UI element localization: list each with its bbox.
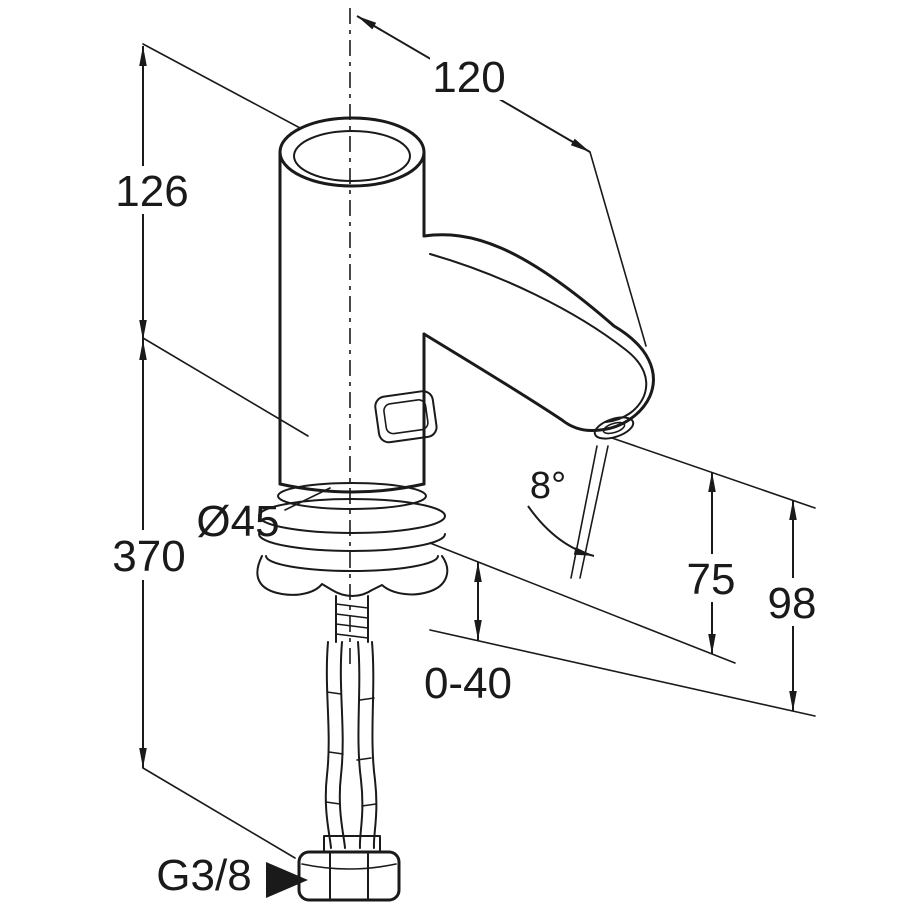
washer-ring bbox=[265, 555, 439, 572]
sensor-window bbox=[374, 390, 438, 444]
dimension-thread: G3/8 bbox=[156, 851, 308, 900]
label-mask bbox=[430, 50, 508, 100]
dimension-angle: 8° bbox=[527, 465, 595, 557]
thread-pointer-arrow bbox=[266, 862, 308, 898]
label-mask bbox=[682, 554, 742, 602]
hose-crimp-mark bbox=[356, 757, 372, 761]
ext-top-left bbox=[142, 43, 301, 129]
connection-nut bbox=[297, 835, 401, 902]
base-ring bbox=[277, 482, 427, 510]
angle-arc bbox=[527, 505, 595, 557]
dim-120-label: 120 bbox=[432, 53, 505, 102]
sensor-window-frame bbox=[374, 390, 438, 444]
spout bbox=[422, 233, 655, 440]
dimension-body-diameter: Ø45 bbox=[196, 497, 279, 546]
gasket-ring-lower bbox=[258, 533, 446, 552]
stream-line-right bbox=[579, 445, 609, 579]
ext-outlet-right bbox=[611, 437, 816, 509]
dim-0-40-label: 0-40 bbox=[424, 659, 512, 708]
thread-line bbox=[335, 603, 369, 609]
hose-crimp-mark bbox=[328, 751, 344, 755]
spout-outline bbox=[422, 233, 655, 432]
body-top-cap bbox=[278, 116, 426, 188]
ext-bottom-left bbox=[142, 767, 296, 859]
thread-line bbox=[335, 623, 369, 629]
spout-outlet bbox=[593, 416, 635, 440]
dimension-total-height: 370 bbox=[104, 340, 194, 768]
extension-lines bbox=[142, 43, 816, 859]
horseshoe-washer bbox=[256, 555, 449, 597]
ext-mid-left bbox=[142, 337, 309, 437]
supply-hoses bbox=[324, 641, 378, 849]
dimension-deck-thickness: 0-40 bbox=[424, 562, 512, 708]
gasket-ring bbox=[258, 498, 446, 534]
body-bottom-edge bbox=[278, 482, 426, 494]
spout-top-face-edge bbox=[429, 253, 648, 423]
faucet-body bbox=[278, 116, 426, 494]
dimension-upper-height: 126 bbox=[108, 46, 196, 340]
hose-right-inner bbox=[357, 641, 364, 849]
hose-crimp-mark bbox=[326, 691, 342, 695]
dim-98-label: 98 bbox=[768, 579, 817, 628]
dim-370-label: 370 bbox=[112, 532, 185, 581]
hose-left-outer bbox=[324, 641, 332, 849]
hose-crimp-mark bbox=[325, 801, 341, 805]
spout-aerator bbox=[602, 421, 626, 435]
dimension-outlet-clearance: 98 bbox=[763, 500, 823, 711]
dim-angle-label: 8° bbox=[530, 465, 566, 507]
dim-75-label: 75 bbox=[687, 555, 736, 604]
body-top-cap-inner bbox=[293, 130, 411, 182]
dim-126-label: 126 bbox=[115, 167, 188, 216]
threaded-shank bbox=[335, 595, 369, 643]
leader-diameter bbox=[284, 487, 331, 511]
ext-spout-tip bbox=[589, 151, 647, 347]
hose-crimp-mark bbox=[359, 697, 375, 701]
hex-nut-top-curve bbox=[301, 863, 397, 870]
dim-thread-label: G3/8 bbox=[156, 851, 251, 900]
label-mask bbox=[108, 166, 196, 214]
label-mask bbox=[763, 578, 823, 626]
thread-line bbox=[335, 633, 369, 639]
label-mask bbox=[104, 530, 194, 580]
hose-right-outer bbox=[371, 641, 378, 849]
sensor-window-glass bbox=[383, 399, 429, 435]
hose-crimp-mark bbox=[361, 803, 377, 807]
stream-line-left bbox=[570, 445, 598, 579]
hose-left-inner bbox=[338, 641, 346, 849]
mounting-hardware bbox=[256, 482, 449, 597]
dim-diameter-label: Ø45 bbox=[196, 497, 279, 546]
nut-collar bbox=[323, 835, 381, 853]
hex-nut-body bbox=[297, 850, 401, 902]
water-stream bbox=[570, 445, 609, 579]
dimension-outlet-height: 75 bbox=[682, 472, 742, 654]
ext-deck-bottom bbox=[429, 629, 816, 717]
thread-line bbox=[335, 613, 369, 619]
dimension-reach: 120 bbox=[356, 15, 591, 153]
